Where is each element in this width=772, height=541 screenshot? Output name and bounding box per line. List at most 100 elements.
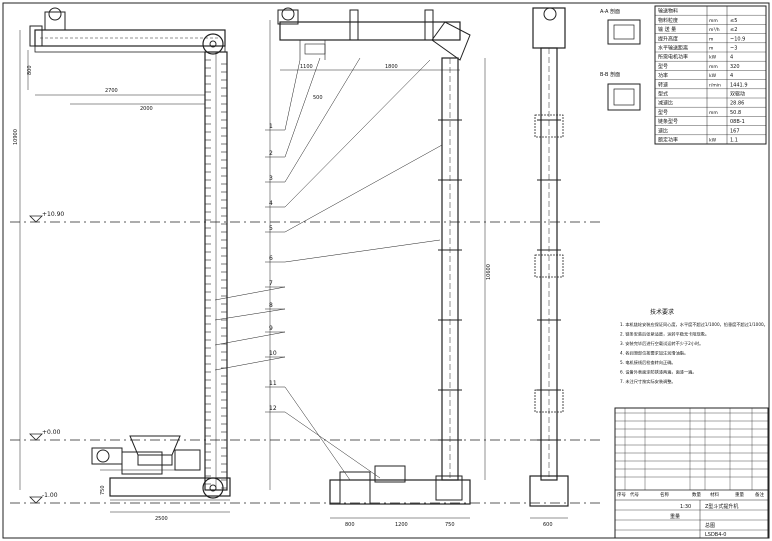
dim-left-bottom-width: 2500 <box>155 516 168 522</box>
callout-11: 11 <box>269 380 277 387</box>
spec-row-unit: kW <box>709 138 717 144</box>
dim-left-height: 10900 <box>13 129 19 145</box>
svg-text:A-A 剖面: A-A 剖面 <box>600 8 620 15</box>
spec-row-unit: m <box>709 47 713 52</box>
spec-row-value: 08B-1 <box>730 119 745 125</box>
note-item: 3. 安装完毕后进行空载试运转不少于2小时。 <box>620 340 703 347</box>
right-bottom <box>529 475 569 507</box>
spec-row-value: 4 <box>730 55 733 61</box>
elevation-marker-pit: -1.00 <box>29 492 58 504</box>
spec-row-name: 速比 <box>658 127 668 134</box>
spec-row-name: 型号 <box>658 63 668 70</box>
mid-top-drive <box>277 9 299 25</box>
drawing-sheet: 总图 <box>705 522 715 529</box>
spec-row-value: ≤2 <box>730 27 737 33</box>
spec-row-name: 输 送 量 <box>658 26 676 33</box>
right-flanges <box>534 114 564 441</box>
dim-mid-bottom-b: 1200 <box>395 522 408 528</box>
callout-1: 1 <box>269 123 273 130</box>
dim-mid-bottom-a: 800 <box>345 522 355 528</box>
side-elevation-view <box>269 7 486 519</box>
spec-row-unit: r/min <box>709 82 721 88</box>
dim-left-top-width: 2700 <box>105 88 118 94</box>
spec-row-value: ~10.9 <box>730 36 745 42</box>
spec-row-unit: kW <box>709 55 717 61</box>
notes-title: 技术要求 <box>650 308 674 316</box>
weight-label: 重量 <box>670 513 680 520</box>
bucket-chain <box>205 59 227 489</box>
spec-row-value: 1.1 <box>730 138 738 144</box>
dim-mid-bottom-c: 750 <box>445 522 455 528</box>
callout-6: 6 <box>269 255 273 262</box>
title-header-cell: 名称 <box>660 491 669 498</box>
spec-row-value: 320 <box>730 64 740 70</box>
spec-row-unit: m <box>709 37 713 42</box>
spec-row-value: 双驱动 <box>730 91 745 98</box>
callout-12: 12 <box>269 405 277 412</box>
drawing-scale: 1:30 <box>680 504 691 510</box>
title-header-cell: 材料 <box>710 491 719 498</box>
section-view-b: B-B 剖面 <box>600 71 641 111</box>
spec-row-name: 输送物料 <box>658 8 678 15</box>
front-elevation-view <box>19 7 231 513</box>
bottom-conveyor <box>109 477 231 497</box>
drawing-name: Z型斗式提升机 <box>705 503 738 510</box>
dim-left-top-inner: 2000 <box>140 106 153 112</box>
spec-row-value: 4 <box>730 73 733 79</box>
dim-mid-height: 10600 <box>486 264 492 280</box>
spec-row-name: 型式 <box>658 91 668 98</box>
spec-row-unit: kW <box>709 73 717 79</box>
spec-row-value: ~3 <box>730 46 737 52</box>
title-header-cell: 代号 <box>630 491 639 498</box>
bottom-sprocket <box>202 477 224 499</box>
spec-row-value: 28.86 <box>730 101 744 107</box>
spec-row-name: 额定功率 <box>658 137 678 144</box>
callout-4: 4 <box>269 200 273 207</box>
end-elevation-view <box>529 7 569 519</box>
spec-row-value: 167 <box>730 128 740 134</box>
svg-text:-1.00: -1.00 <box>42 492 58 499</box>
spec-row-name: 型号 <box>658 109 668 116</box>
spec-row-name: 功率 <box>658 72 668 79</box>
spec-row-name: 所需电机功率 <box>658 54 688 61</box>
title-header-cell: 重量 <box>735 491 744 498</box>
svg-text:+0.00: +0.00 <box>42 429 61 436</box>
dim-left-bottom-short: 750 <box>100 485 106 495</box>
title-header-cell: 序号 <box>617 491 626 498</box>
spec-row-value: 1441.9 <box>730 82 748 88</box>
callout-5: 5 <box>269 225 273 232</box>
note-item: 2. 链条安装后张紧适度，运转平稳无卡阻现象。 <box>620 331 709 338</box>
dim-mid-top-c: 500 <box>313 95 323 101</box>
note-item: 7. 未注尺寸按实际安装调整。 <box>620 378 676 385</box>
spec-row-unit: mm <box>709 111 718 116</box>
mid-bottom-conveyor <box>329 479 471 505</box>
callout-9: 9 <box>269 325 273 332</box>
elevation-marker-ground: +0.00 <box>29 429 61 441</box>
callout-7: 7 <box>269 280 273 287</box>
spec-row-name: 提升高度 <box>658 35 678 42</box>
top-sprocket <box>202 33 224 55</box>
spec-row-unit: mm <box>709 19 718 24</box>
spec-row-value: ≤5 <box>730 18 737 24</box>
callout-8: 8 <box>269 302 273 309</box>
spec-row-name: 减速比 <box>658 100 673 107</box>
spec-row-name: 水平输送距离 <box>658 45 688 52</box>
note-item: 4. 各润滑部位按要求加注润滑油脂。 <box>620 350 688 357</box>
title-header-cell: 备注 <box>755 491 764 498</box>
spec-row-unit: m³/h <box>709 27 720 33</box>
note-item: 5. 电机接线后检查转向正确。 <box>620 359 676 366</box>
elevation-marker-top: +10.90 <box>29 211 64 223</box>
svg-text:B-B 剖面: B-B 剖面 <box>600 71 620 78</box>
section-view-a: A-A 剖面 <box>600 8 641 45</box>
spec-row-name: 物料粒度 <box>658 17 678 24</box>
spec-row-unit: mm <box>709 65 718 70</box>
spec-row-value: 50.8 <box>730 110 741 116</box>
top-drive-motor <box>44 11 66 31</box>
title-header-cell: 数量 <box>692 491 701 498</box>
title-block: 序号代号名称数量材料重量备注Z型斗式提升机1:30总图重量LSDB4-0 <box>614 407 769 539</box>
dim-mid-top-b: 1800 <box>385 64 398 70</box>
